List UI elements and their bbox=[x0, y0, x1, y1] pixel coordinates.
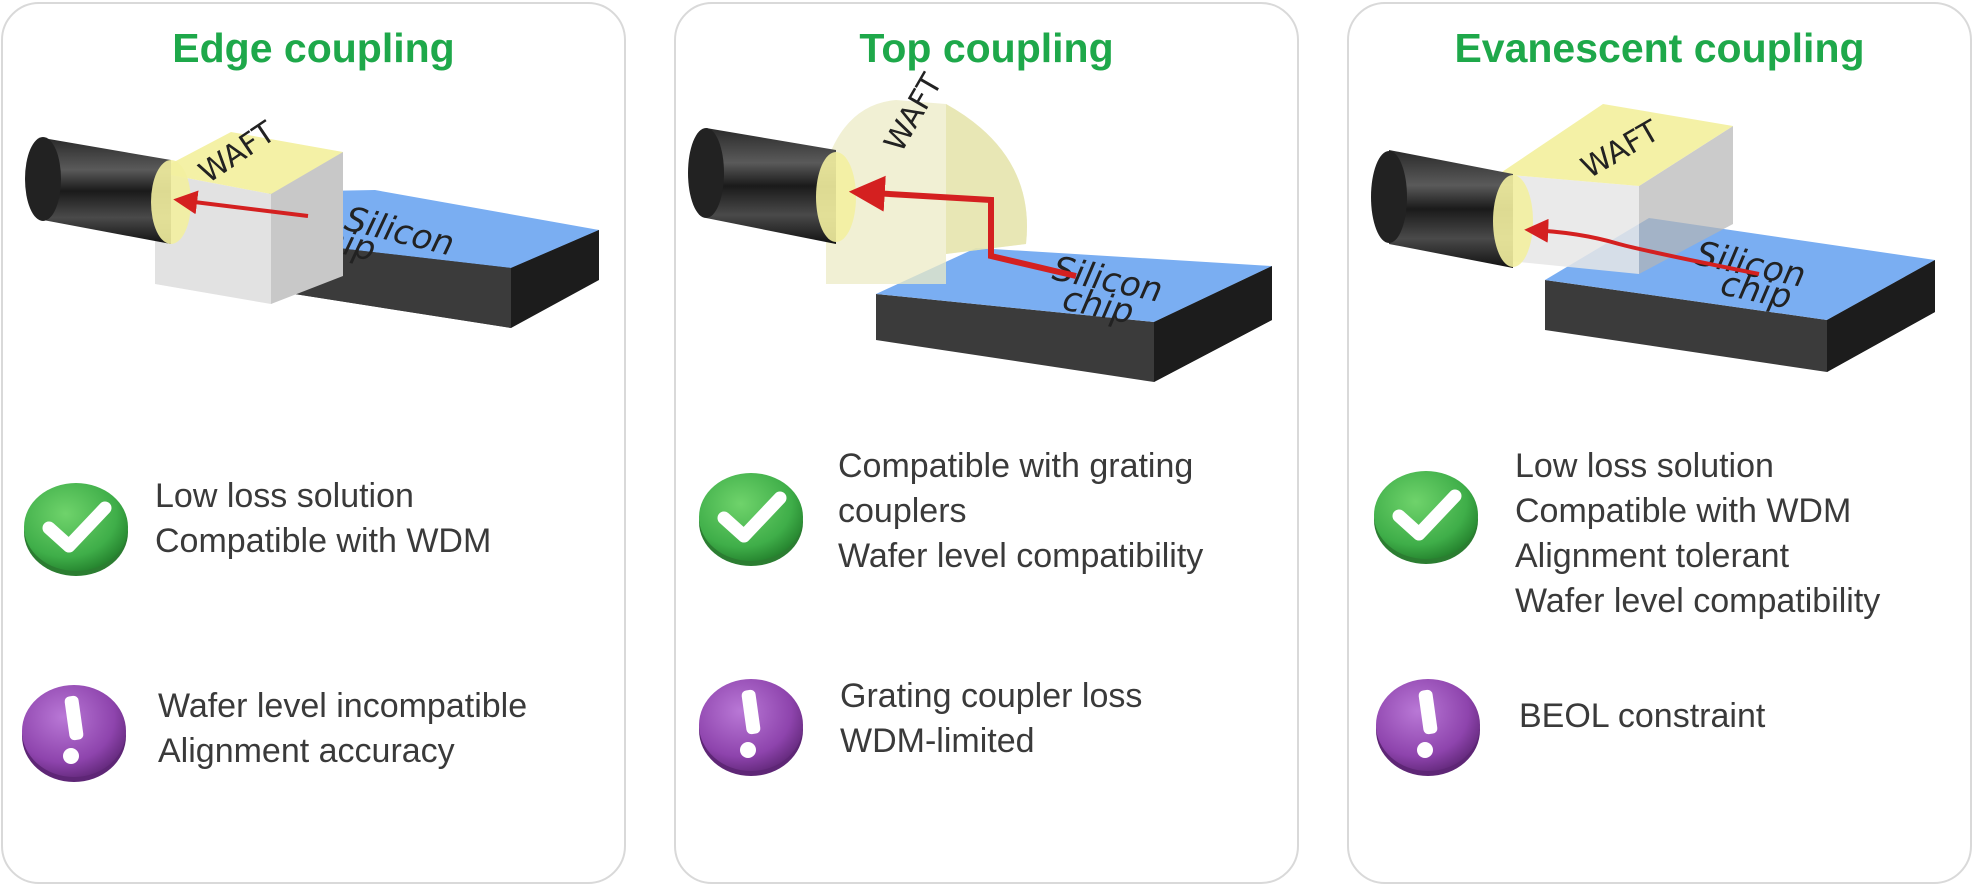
cons-list: Grating coupler loss WDM-limited bbox=[840, 674, 1142, 764]
con-item: BEOL constraint bbox=[1519, 697, 1766, 735]
top-coupling-panel: Top coupling Silicon chip WAFT Compatibl bbox=[674, 2, 1299, 884]
warning-badge bbox=[696, 670, 806, 780]
pro-item: Wafer level compatibility bbox=[1515, 582, 1881, 620]
top-coupling-illustration: Silicon chip WAFT bbox=[688, 68, 1272, 382]
warning-badge bbox=[1373, 670, 1483, 780]
exclamation-icon bbox=[699, 679, 803, 776]
cons-list: BEOL constraint bbox=[1519, 694, 1765, 739]
checkmark-icon bbox=[1374, 471, 1478, 564]
cons-list: Wafer level incompatible Alignment accur… bbox=[158, 684, 527, 774]
waft-block: WAFT bbox=[826, 68, 1027, 284]
check-badge bbox=[1371, 460, 1481, 570]
evanescent-coupling-panel: Evanescent coupling Silicon chip WAFT bbox=[1347, 2, 1972, 884]
warning-badge bbox=[19, 676, 129, 786]
pro-item: Compatible with WDM bbox=[155, 522, 492, 560]
exclamation-icon bbox=[22, 685, 126, 782]
pro-item: Compatible with WDM bbox=[1515, 492, 1852, 530]
pro-item: Compatible with grating bbox=[838, 447, 1194, 485]
check-badge bbox=[21, 472, 131, 582]
checkmark-icon bbox=[699, 473, 803, 566]
evanescent-coupling-illustration: Silicon chip WAFT bbox=[1371, 104, 1935, 372]
con-item: Alignment accuracy bbox=[158, 732, 455, 770]
edge-coupling-panel: Edge coupling Silicon chip WAFT bbox=[1, 2, 626, 884]
optical-fiber bbox=[25, 137, 191, 244]
con-item: Wafer level incompatible bbox=[158, 687, 528, 725]
pro-item: couplers bbox=[838, 492, 967, 530]
edge-coupling-illustration: Silicon chip WAFT bbox=[25, 114, 599, 328]
con-item: WDM-limited bbox=[840, 722, 1035, 760]
pro-item: Wafer level compatibility bbox=[838, 537, 1204, 575]
pro-item: Low loss solution bbox=[1515, 447, 1774, 485]
panel-title: Evanescent coupling bbox=[1454, 25, 1865, 71]
optical-fiber bbox=[688, 128, 856, 244]
light-path-arrow bbox=[1524, 218, 1760, 276]
check-badge bbox=[696, 462, 806, 572]
panel-title: Edge coupling bbox=[172, 25, 455, 71]
exclamation-icon bbox=[1376, 679, 1480, 776]
pros-list: Low loss solution Compatible with WDM bbox=[155, 474, 491, 564]
con-item: Grating coupler loss bbox=[840, 677, 1143, 715]
silicon-chip: Silicon chip bbox=[876, 248, 1272, 382]
pro-item: Alignment tolerant bbox=[1515, 537, 1790, 575]
panel-title: Top coupling bbox=[859, 25, 1114, 71]
light-path-arrow bbox=[173, 190, 309, 218]
checkmark-icon bbox=[24, 483, 128, 576]
pros-list: Compatible with grating couplers Wafer l… bbox=[838, 444, 1203, 579]
light-path-arrow bbox=[848, 175, 1077, 279]
waft-block: WAFT bbox=[1499, 104, 1733, 274]
pro-item: Low loss solution bbox=[155, 477, 414, 515]
pros-list: Low loss solution Compatible with WDM Al… bbox=[1515, 444, 1880, 624]
optical-fiber bbox=[1371, 150, 1533, 268]
